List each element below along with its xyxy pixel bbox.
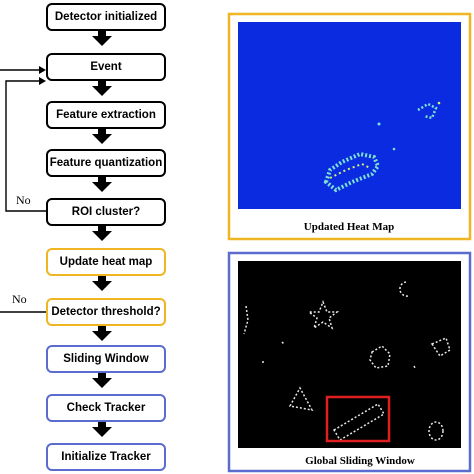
step-sliding-window: Sliding Window	[46, 345, 166, 373]
step-check-tracker: Check Tracker	[46, 394, 166, 422]
arrow-4	[92, 177, 112, 192]
step-event: Event	[46, 53, 166, 81]
no-label-threshold: No	[12, 292, 27, 306]
step-feature-extraction: Feature extraction	[46, 101, 166, 129]
step-feature-quantization: Feature quantization	[46, 149, 166, 177]
step-initialize-tracker: Initialize Tracker	[46, 443, 166, 471]
no-label-roi: No	[16, 193, 31, 207]
heat-map-image	[238, 22, 461, 209]
arrow-5	[92, 226, 112, 241]
feedback-arrowhead	[39, 77, 46, 85]
heat-map-blobs	[323, 101, 441, 193]
arrow-3	[92, 129, 112, 144]
arrow-2	[92, 81, 112, 96]
step-roi-cluster: ROI cluster?	[46, 198, 166, 226]
detected-shapes	[243, 281, 451, 442]
step-detector-initialized: Detector initialized	[46, 3, 166, 31]
arrow-8	[92, 373, 112, 388]
step-detector-threshold: Detector threshold?	[46, 298, 166, 326]
sliding-window-image	[238, 261, 461, 448]
arrow-9	[92, 422, 112, 437]
incoming-arrowhead	[39, 66, 46, 74]
arrow-1	[92, 31, 112, 46]
sliding-window-caption: Global Sliding Window	[305, 455, 415, 467]
arrow-7	[92, 326, 112, 341]
sliding-window-box	[325, 395, 391, 443]
heat-map-caption: Updated Heat Map	[304, 221, 394, 233]
feedback-loop-no	[5, 80, 46, 212]
down-arrows	[92, 31, 112, 437]
step-update-heat-map: Update heat map	[46, 248, 166, 276]
arrow-6	[92, 276, 112, 291]
